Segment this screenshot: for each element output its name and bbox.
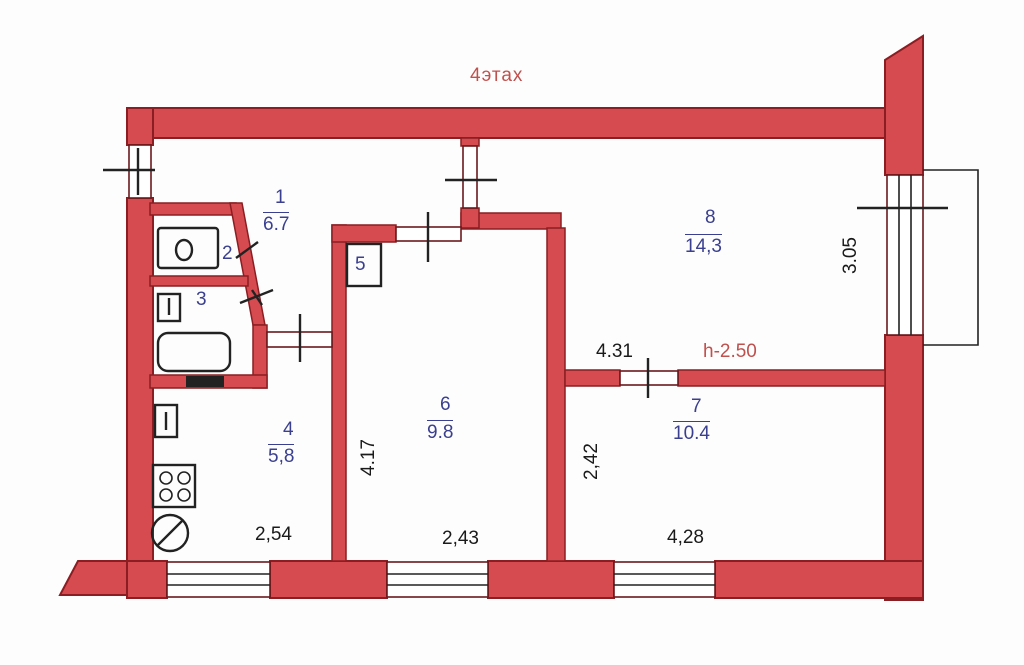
room-1-area: 6.7: [263, 212, 290, 235]
room-2-number: 2: [222, 243, 233, 264]
room-6-number: 6: [440, 394, 451, 415]
dimension-4-28: 4,28: [667, 527, 704, 548]
dimension-2-43: 2,43: [442, 528, 479, 549]
room-8-number: 8: [705, 207, 716, 228]
dimension-4-31: 4.31: [596, 341, 633, 362]
room-7-area: 10.4: [673, 421, 710, 444]
dimension-3-05: 3.05: [839, 237, 861, 274]
dimension-4-17: 4.17: [357, 439, 379, 476]
doors: [103, 144, 948, 398]
room-4-area: 5,8: [268, 444, 295, 467]
room-3-number: 3: [196, 289, 207, 310]
inner-walls: [149, 137, 886, 562]
room-8-area: 14,3: [685, 234, 722, 257]
room-4-number: 4: [283, 419, 294, 440]
windows: [166, 169, 979, 598]
room-5-number: 5: [355, 254, 366, 275]
room-6-area: 9.8: [427, 420, 454, 443]
fixtures: [150, 226, 383, 553]
dimension-2-42: 2,42: [580, 443, 602, 480]
dimension-2-54: 2,54: [255, 524, 292, 545]
outer-walls: [58, 34, 924, 601]
room-7-number: 7: [691, 396, 702, 417]
floor-label: 4этах: [470, 65, 524, 86]
room-1-number: 1: [275, 187, 286, 208]
ceiling-height-label: h-2.50: [703, 341, 757, 362]
